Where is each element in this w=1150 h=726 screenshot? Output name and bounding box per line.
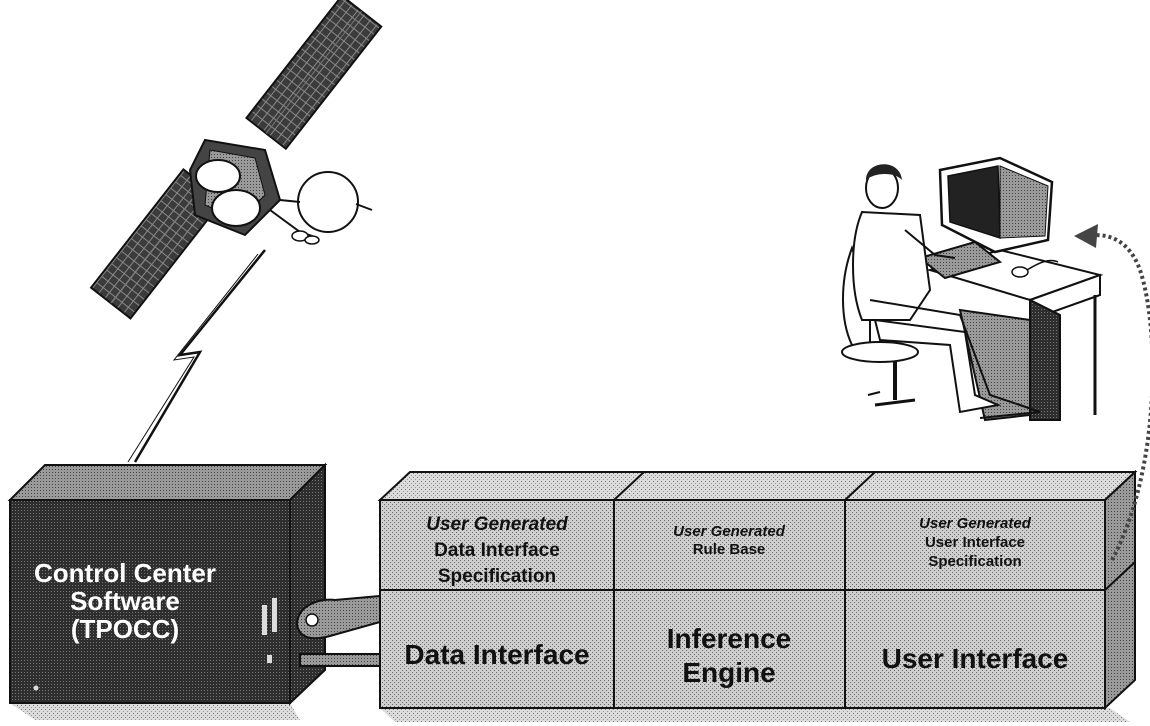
cell-inference-engine	[613, 589, 846, 709]
dotted-arrow-icon	[1074, 224, 1150, 561]
lightning-link-icon	[127, 249, 266, 463]
top-label-1-lead: User Generated	[426, 514, 568, 535]
tpocc-label-line2: Software	[70, 586, 180, 616]
bottom-label-3: User Interface	[882, 643, 1069, 674]
cell-user-interface	[844, 589, 1106, 709]
top-label-3-lead: User Generated	[919, 515, 1032, 532]
tpocc-box: Control Center Software (TPOCC)	[7, 462, 328, 720]
tpocc-label-line3: (TPOCC)	[71, 614, 179, 644]
bottom-label-2-line1: Inference	[667, 623, 792, 654]
system-block: User Generated Data Interface Specificat…	[377, 469, 1138, 722]
top-label-1-line3: Specification	[438, 566, 556, 587]
cell-data-interface	[379, 589, 615, 709]
operator-workstation-icon	[841, 156, 1104, 422]
top-label-1-line2: Data Interface	[434, 540, 560, 561]
tpocc-label-line1: Control Center	[34, 558, 216, 588]
top-label-3-line2: User Interface	[925, 534, 1025, 551]
satellite-icon	[89, 0, 383, 320]
connector-cable	[295, 594, 383, 667]
bottom-label-2-line2: Engine	[682, 657, 775, 688]
cell-user-interface-spec	[844, 499, 1106, 591]
top-label-3-line3: Specification	[928, 553, 1021, 570]
top-label-2-line2: Rule Base	[693, 541, 766, 558]
bottom-label-1: Data Interface	[404, 639, 589, 670]
top-label-2-lead: User Generated	[673, 523, 786, 540]
